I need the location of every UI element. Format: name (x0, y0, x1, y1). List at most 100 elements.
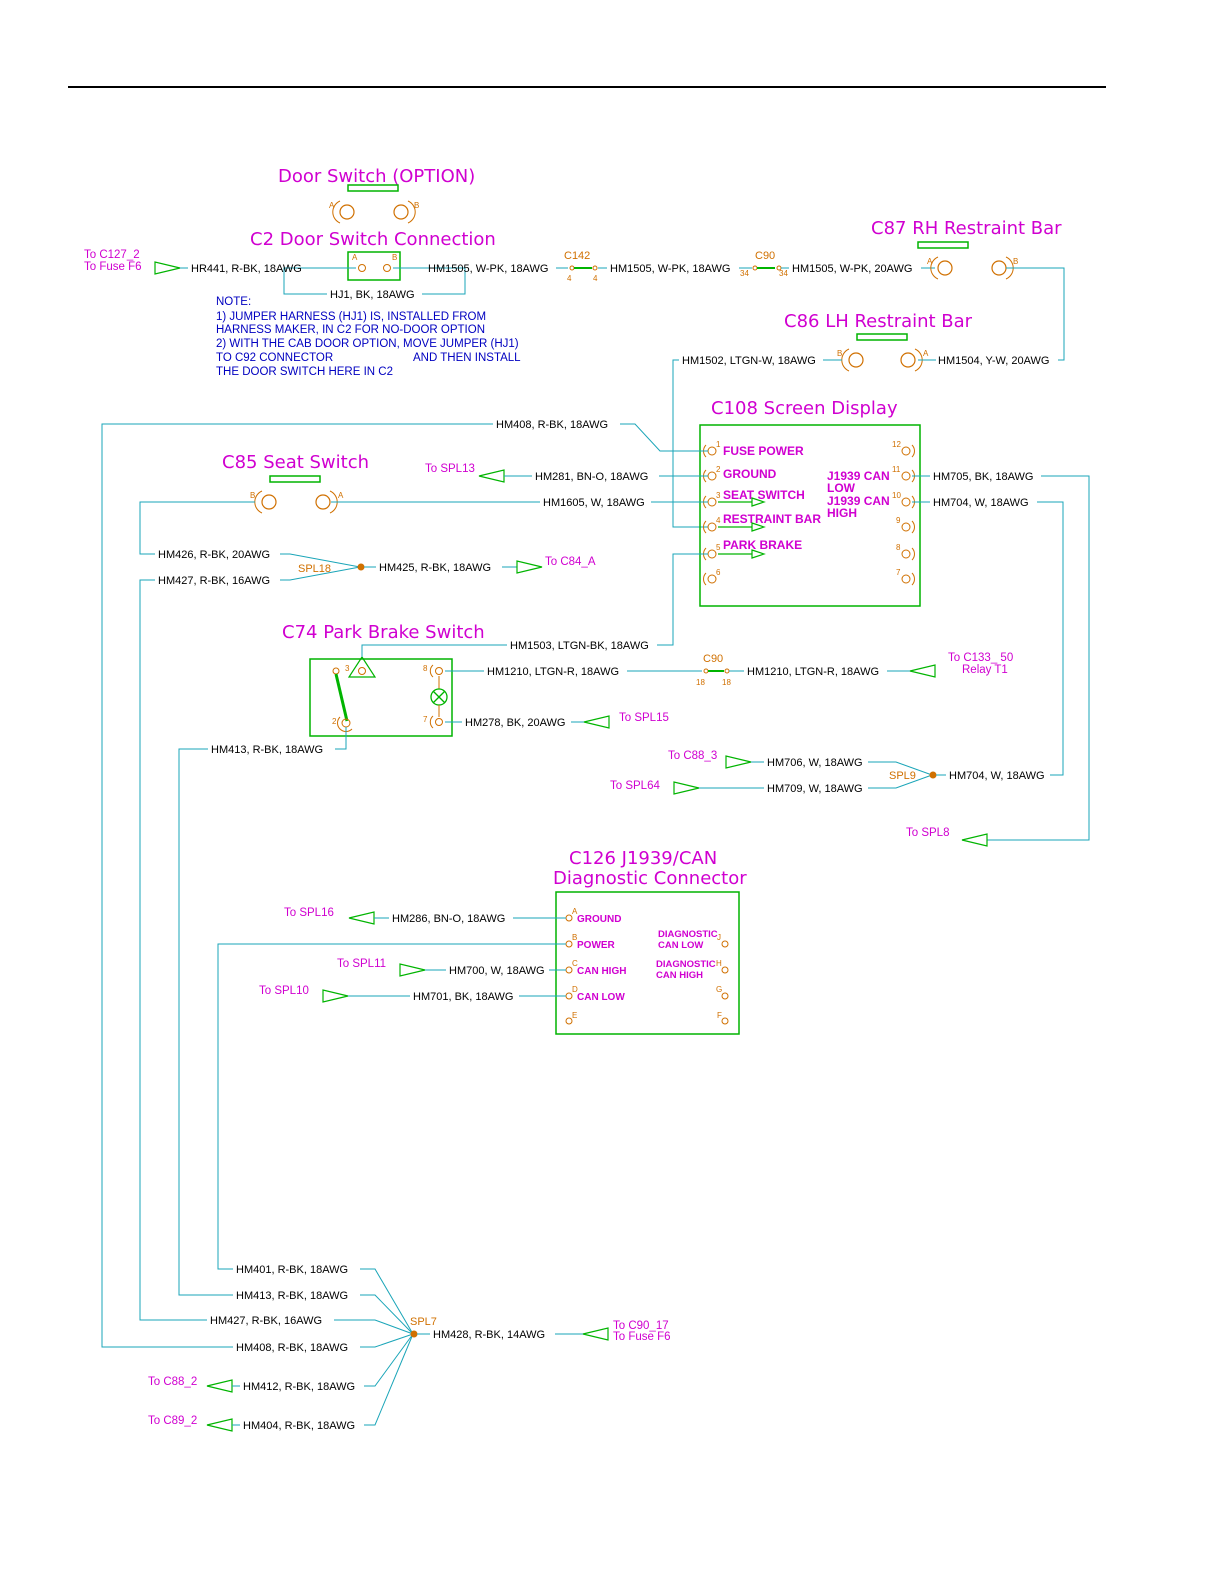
c126-pin-label: CAN LOW (577, 992, 625, 1003)
c108-pin-12 (901, 444, 915, 458)
wire (868, 761, 933, 776)
wire (280, 553, 361, 568)
wire (334, 1319, 414, 1335)
c85-title: C85 Seat Switch (222, 452, 369, 473)
wire-label-hm709: HM709, W, 18AWG (767, 783, 863, 795)
wire (280, 566, 361, 581)
pin-label: 4 (716, 516, 721, 525)
c74-pin-8-arc (429, 664, 434, 678)
c126-pin-h (721, 966, 729, 974)
c108-pin-label: J1939 CAN (827, 494, 890, 508)
pin-label: 8 (423, 664, 428, 673)
c2-title: C2 Door Switch Connection (250, 229, 496, 250)
arrow-spl11 (399, 963, 426, 977)
wire-label-hm700: HM700, W, 18AWG (449, 965, 545, 977)
wire-hm705-run (987, 475, 1090, 841)
wire (364, 1333, 414, 1426)
wire-hm1503-run (657, 553, 708, 646)
pin-label: B (250, 491, 255, 500)
note-line: THE DOOR SWITCH HERE IN C2 (216, 366, 393, 378)
dest-relay-t1: Relay T1 (962, 664, 1008, 676)
pin-label: 34 (740, 269, 749, 278)
wire-label-hm428: HM428, R-BK, 14AWG (433, 1329, 545, 1341)
pin-label: F (717, 1011, 722, 1020)
pin-label: 3 (716, 491, 721, 500)
spl7-node (410, 1330, 418, 1338)
spl18-label: SPL18 (298, 563, 331, 575)
note-line: AND THEN INSTALL (413, 352, 521, 364)
c108-pin-8 (901, 547, 915, 561)
spl7-label: SPL7 (410, 1316, 437, 1328)
dest-c88-2: To C88_2 (148, 1376, 197, 1388)
wire-label-hm1210-a: HM1210, LTGN-R, 18AWG (487, 666, 619, 678)
wire-label-hr441: HR441, R-BK, 18AWG (191, 263, 302, 275)
dest-spl64: To SPL64 (610, 780, 660, 792)
pin-label: 18 (722, 678, 731, 687)
c74-pivot-top (332, 667, 340, 675)
c74-connector-body (309, 658, 453, 737)
pin-label: 7 (896, 568, 901, 577)
c142-connector (569, 265, 598, 271)
spl9-label: SPL9 (889, 770, 916, 782)
pin-label: 2 (332, 717, 337, 726)
pin-label: D (572, 985, 578, 994)
c108-pin-label: GROUND (723, 467, 777, 481)
arrow-c88-2 (206, 1379, 233, 1393)
c108-pin-label: SEAT SWITCH (723, 488, 805, 502)
lamp-icon (432, 690, 446, 704)
c108-pin-label: FUSE POWER (723, 444, 804, 458)
wire-c87-b (1006, 267, 1065, 361)
pin-label: C (572, 959, 578, 968)
arrow-c88-3 (725, 755, 752, 769)
c86-body (856, 333, 908, 341)
wire-hm704-run (1037, 501, 1064, 776)
pin-label: A (329, 201, 335, 210)
c86-pin-b (841, 348, 864, 372)
c126-pin-label: DIAGNOSTIC (656, 959, 716, 970)
wire-hm408 (620, 423, 708, 452)
pin-label: 18 (696, 678, 705, 687)
wire-label-hm286: HM286, BN-O, 18AWG (392, 913, 505, 925)
c126-pin-e (565, 1017, 573, 1025)
arrow-spl10 (322, 989, 349, 1003)
c74-pin-3 (358, 667, 366, 675)
pin-label: 34 (779, 269, 788, 278)
pin-label: 9 (896, 516, 901, 525)
dest-c127-2: To C127_2 (84, 249, 140, 261)
c126-pin-j (721, 940, 729, 948)
wire (360, 1333, 414, 1348)
pin-label: A (338, 491, 344, 500)
c108-pin-7 (901, 572, 915, 586)
c90-mid-connector (703, 668, 730, 674)
pin-label: B (1013, 257, 1018, 266)
note-line: HARNESS MAKER, IN C2 FOR NO-DOOR OPTION (216, 324, 485, 336)
hj1-wire-right (393, 267, 466, 295)
c74-pin-2-arc (337, 716, 353, 732)
wire (364, 1333, 414, 1387)
c142-label: C142 (564, 250, 590, 262)
pin-label: B (414, 201, 419, 210)
c126-pin-label: CAN LOW (658, 940, 703, 951)
wire-label-hm427-bot: HM427, R-BK, 16AWG (210, 1315, 322, 1327)
pin-label: 7 (423, 715, 428, 724)
dest-spl13: To SPL13 (425, 463, 475, 475)
c126-pin-label: CAN HIGH (656, 970, 703, 981)
c90-top-connector (752, 265, 782, 271)
c74-pin-3-marker (347, 655, 377, 678)
wire (360, 1268, 414, 1335)
wire-label-hm408-top: HM408, R-BK, 18AWG (496, 419, 608, 431)
pin-label: A (927, 257, 933, 266)
c85-body (269, 475, 321, 483)
arrow-spl16 (348, 911, 375, 925)
wire-label-hm1605: HM1605, W, 18AWG (543, 497, 645, 509)
c108-pin-6 (703, 572, 717, 586)
c126-pin-label: CAN HIGH (577, 966, 626, 977)
c2-pin-a (358, 264, 366, 272)
pin-label: 3 (345, 664, 350, 673)
door-switch-body (347, 184, 399, 192)
c74-title: C74 Park Brake Switch (282, 622, 485, 643)
dest-c89-2: To C89_2 (148, 1415, 197, 1427)
wire-label-hm1505-a: HM1505, W-PK, 18AWG (428, 263, 548, 275)
c108-pin-label: RESTRAINT BAR (723, 512, 821, 526)
